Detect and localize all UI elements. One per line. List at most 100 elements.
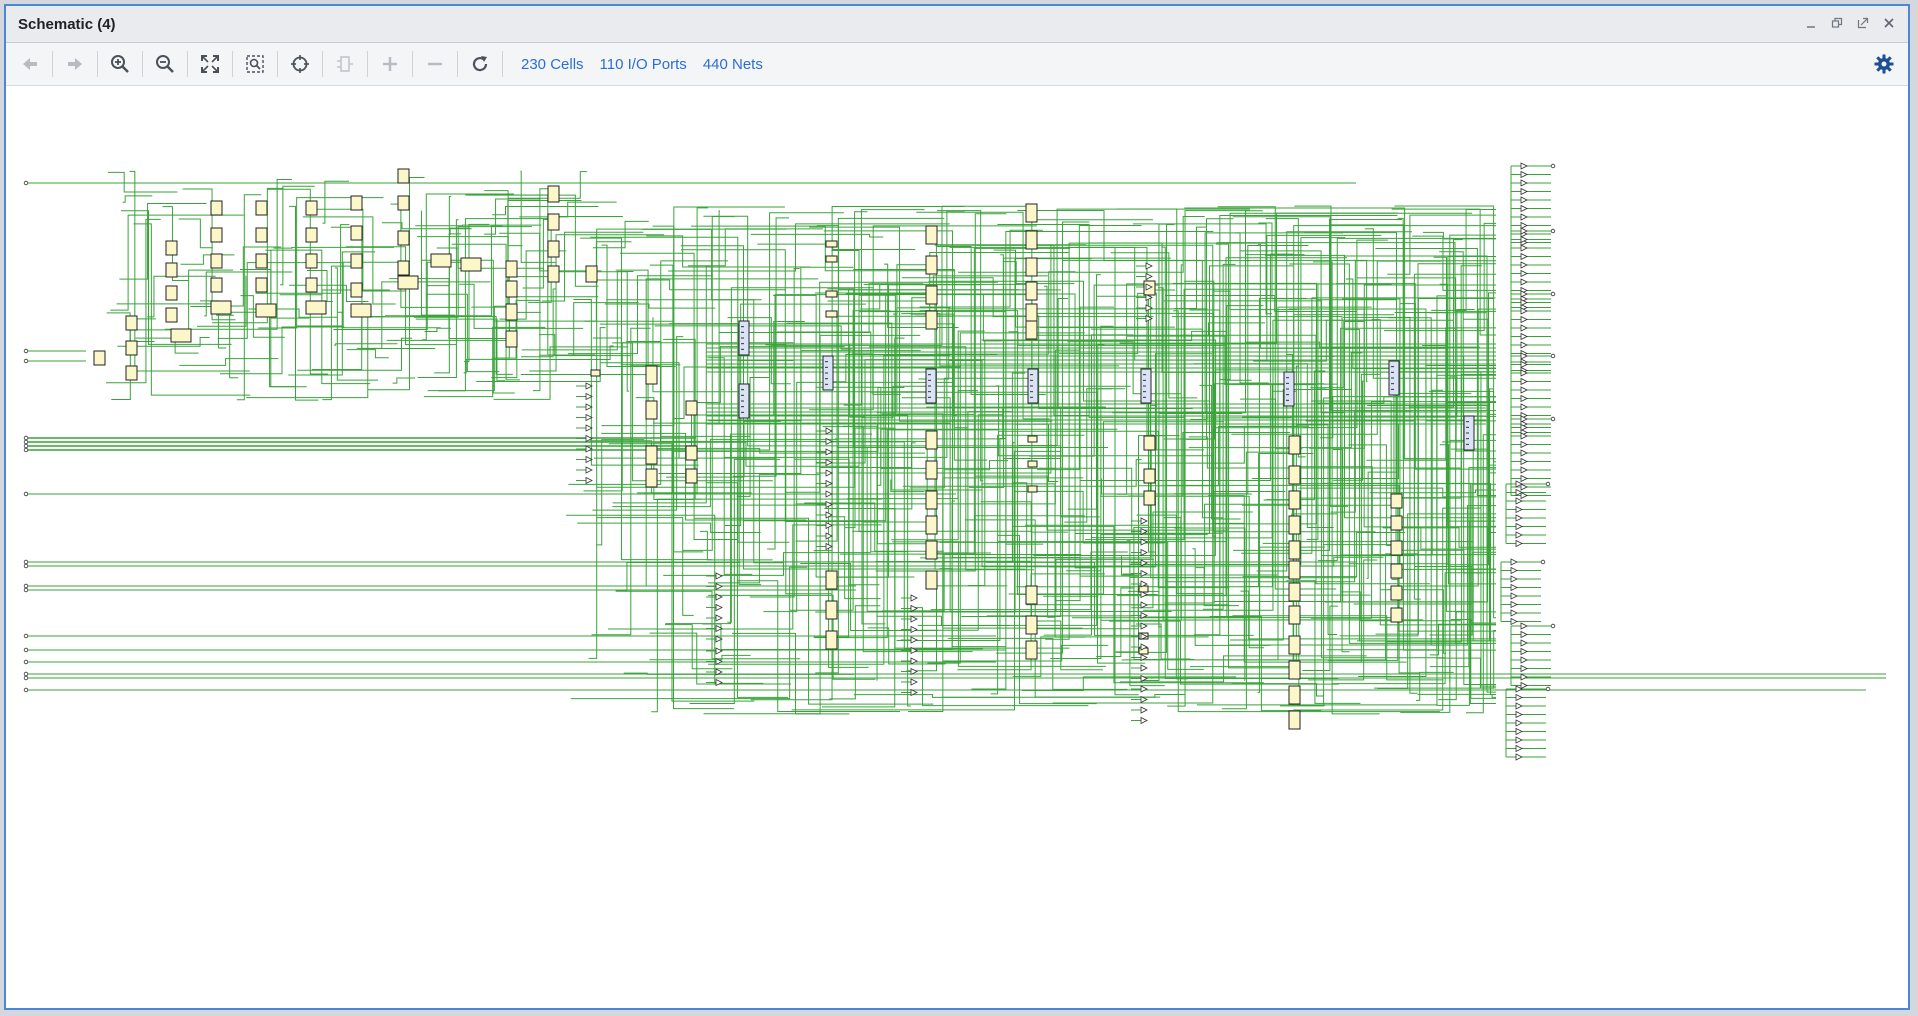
port-buffer[interactable] — [1520, 187, 1528, 196]
cell[interactable] — [1390, 585, 1403, 601]
net-wire[interactable] — [760, 343, 866, 418]
cell[interactable] — [1288, 560, 1301, 580]
cell[interactable] — [547, 240, 560, 258]
cell[interactable] — [1027, 435, 1038, 443]
net-wire[interactable] — [1327, 373, 1380, 663]
port-buffer[interactable] — [1140, 632, 1148, 641]
io-port[interactable] — [23, 435, 29, 441]
net-wire[interactable] — [804, 502, 944, 552]
net-wire[interactable] — [607, 524, 882, 630]
net-wire[interactable] — [219, 326, 345, 375]
cell[interactable] — [738, 383, 750, 419]
net-wire[interactable] — [982, 219, 1153, 562]
port-buffer[interactable] — [910, 667, 918, 676]
net-wire[interactable] — [1369, 489, 1496, 494]
net-wire[interactable] — [484, 190, 541, 313]
net-wire[interactable] — [736, 376, 770, 497]
cell[interactable] — [1025, 585, 1038, 605]
close-button[interactable] — [1878, 12, 1900, 34]
port-buffer[interactable] — [1520, 213, 1528, 221]
cell[interactable] — [1288, 582, 1301, 602]
net-wire[interactable] — [1033, 554, 1278, 576]
net-wire[interactable] — [1004, 261, 1075, 285]
net-wire[interactable] — [751, 233, 884, 238]
port-buffer[interactable] — [1515, 685, 1523, 693]
net-wire[interactable] — [1343, 329, 1410, 642]
io-port[interactable] — [1550, 416, 1556, 422]
cell[interactable] — [1390, 515, 1403, 531]
net-wire[interactable] — [1375, 298, 1495, 635]
cell[interactable] — [825, 630, 838, 650]
port-buffer[interactable] — [1140, 548, 1148, 557]
zoom-area-button[interactable] — [235, 44, 275, 84]
net-wire[interactable] — [601, 206, 785, 427]
net-wire[interactable] — [577, 522, 761, 534]
net-wire[interactable] — [1364, 228, 1496, 379]
net-wire[interactable] — [1215, 243, 1301, 669]
net-wire[interactable] — [583, 342, 794, 492]
cell[interactable] — [925, 570, 938, 590]
port-buffer[interactable] — [1140, 685, 1148, 693]
cell[interactable] — [165, 307, 178, 323]
port-buffer[interactable] — [1520, 466, 1528, 474]
cell[interactable] — [210, 253, 223, 269]
net-wire[interactable] — [289, 205, 319, 401]
port-buffer[interactable] — [1140, 674, 1148, 683]
port-buffer[interactable] — [1520, 341, 1528, 349]
port-buffer[interactable] — [1520, 290, 1528, 298]
net-wire[interactable] — [337, 311, 441, 329]
net-wire[interactable] — [813, 429, 999, 639]
port-buffer[interactable] — [1140, 706, 1148, 714]
net-wire[interactable] — [901, 313, 1120, 367]
port-buffer[interactable] — [1140, 716, 1148, 725]
port-buffer[interactable] — [1520, 403, 1528, 411]
cell[interactable] — [685, 468, 698, 484]
net-wire[interactable] — [468, 194, 599, 287]
net-wire[interactable] — [1311, 401, 1496, 619]
net-wire[interactable] — [997, 223, 1186, 418]
port-buffer[interactable] — [715, 614, 723, 622]
net-wire[interactable] — [1449, 376, 1496, 452]
port-buffer[interactable] — [825, 469, 833, 477]
net-wire[interactable] — [424, 327, 452, 333]
port-buffer[interactable] — [715, 593, 723, 601]
cell[interactable] — [1288, 515, 1301, 535]
cell[interactable] — [210, 227, 223, 243]
net-wire[interactable] — [749, 268, 800, 598]
port-buffer[interactable] — [1520, 307, 1528, 315]
net-wire[interactable] — [867, 627, 946, 665]
net-wire[interactable] — [280, 185, 315, 286]
net-wire[interactable] — [580, 237, 712, 561]
port-buffer[interactable] — [1515, 753, 1523, 761]
net-wire[interactable] — [122, 195, 153, 203]
net-wire[interactable] — [820, 441, 983, 650]
net-wire[interactable] — [649, 654, 751, 661]
net-wire[interactable] — [255, 224, 350, 294]
port-buffer[interactable] — [1520, 673, 1528, 681]
port-buffer[interactable] — [1520, 394, 1528, 403]
port-buffer[interactable] — [1145, 262, 1153, 270]
net-wire[interactable] — [881, 554, 1082, 612]
net-wire[interactable] — [691, 225, 956, 272]
net-wire[interactable] — [665, 420, 781, 478]
net-wire[interactable] — [612, 266, 710, 504]
net-wire[interactable] — [521, 288, 556, 358]
net-wire[interactable] — [1343, 316, 1418, 694]
net-wire[interactable] — [791, 450, 1062, 711]
net-wire[interactable] — [829, 605, 881, 700]
net-wire[interactable] — [590, 236, 790, 543]
cell[interactable] — [430, 253, 452, 268]
net-wire[interactable] — [731, 632, 850, 715]
net-wire[interactable] — [1422, 231, 1496, 240]
net-wire[interactable] — [1065, 534, 1208, 572]
net-wire[interactable] — [601, 244, 676, 367]
net-wire[interactable] — [910, 607, 1089, 707]
cell[interactable] — [645, 445, 658, 465]
port-buffer[interactable] — [1515, 744, 1523, 753]
port-buffer[interactable] — [585, 466, 593, 474]
net-wire[interactable] — [1228, 505, 1496, 646]
cell[interactable] — [925, 368, 937, 404]
port-buffer[interactable] — [1520, 491, 1528, 500]
net-wire[interactable] — [719, 283, 924, 334]
port-buffer[interactable] — [1520, 269, 1528, 278]
